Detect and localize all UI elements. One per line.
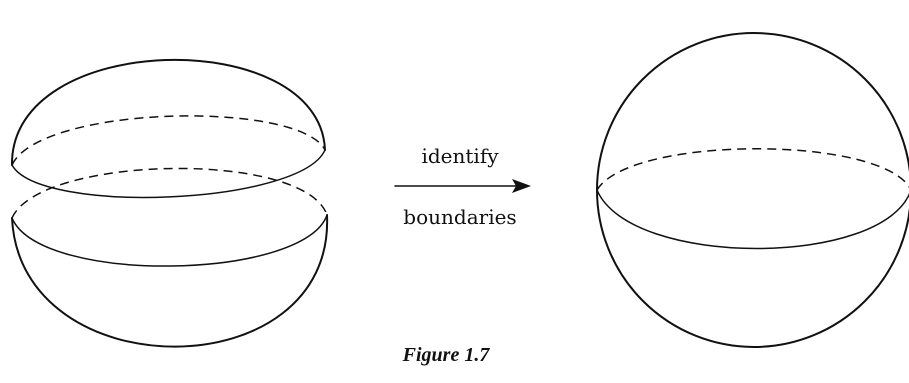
identify-arrow: identify boundaries <box>394 144 531 229</box>
sphere-outline <box>596 32 909 348</box>
upper-hemisphere <box>10 59 326 199</box>
lower-hemisphere-bowl <box>11 214 329 348</box>
sphere-equator-front <box>596 189 909 250</box>
arrow-label-top: identify <box>421 144 499 168</box>
lower-hemisphere-rim-front <box>11 214 328 267</box>
upper-hemisphere-rim-back <box>11 115 326 166</box>
arrowhead-icon <box>512 179 531 193</box>
upper-hemisphere-dome <box>10 59 326 166</box>
upper-hemisphere-rim-front <box>11 149 326 199</box>
lower-hemisphere <box>11 167 329 348</box>
lower-hemisphere-rim-back <box>11 167 328 219</box>
figure-caption: Figure 1.7 <box>402 344 491 366</box>
sphere-equator-back <box>596 148 909 191</box>
sphere <box>596 32 909 348</box>
arrow-label-bottom: boundaries <box>403 205 516 229</box>
